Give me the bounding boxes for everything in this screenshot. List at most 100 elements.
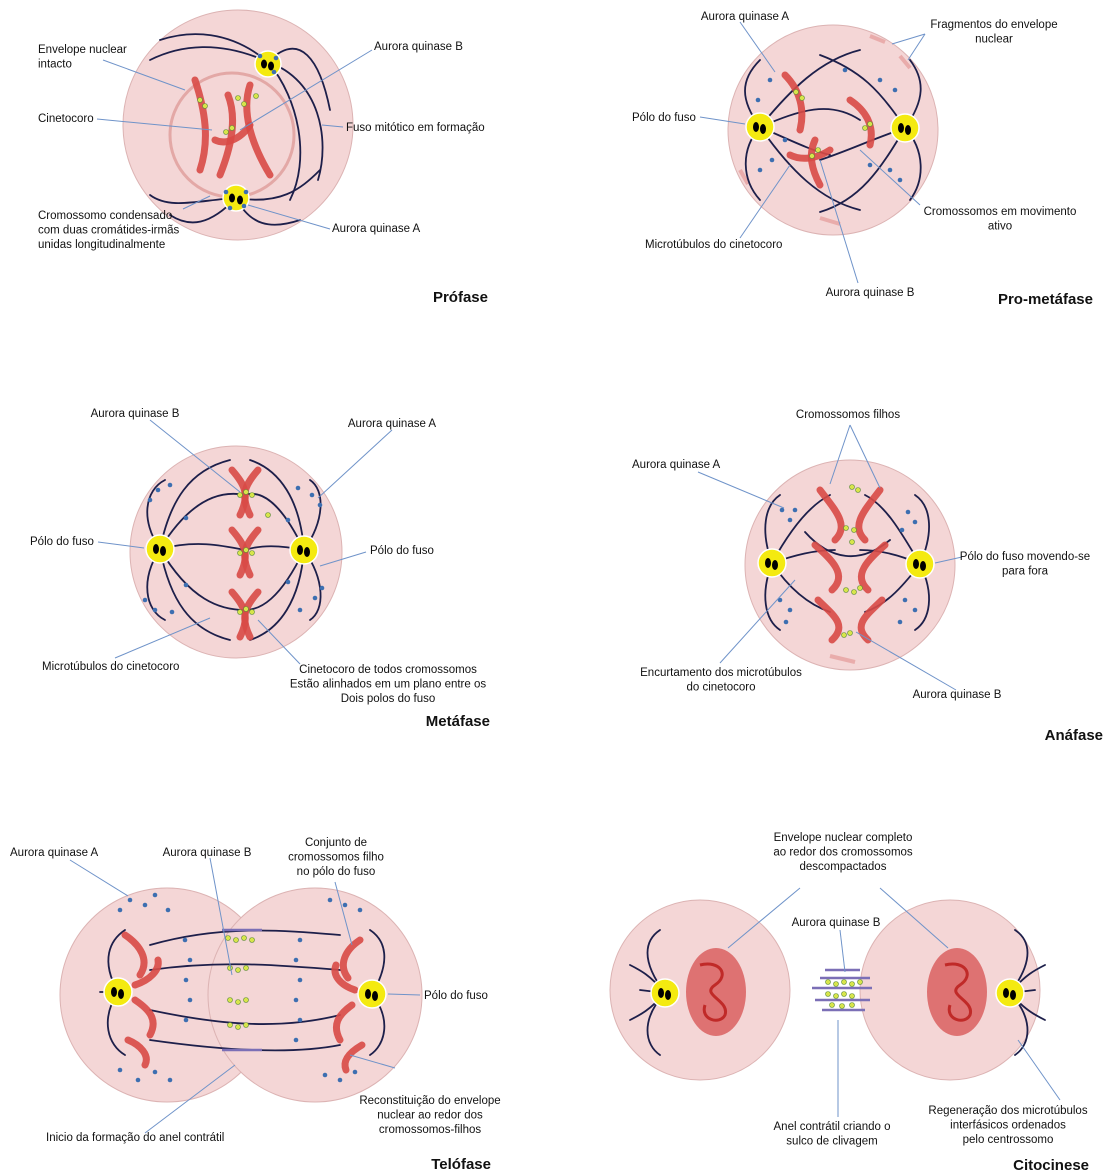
label-polo: Pólo do fuso movendo-se para fora: [960, 551, 1090, 577]
label-line: Pólo do fuso: [632, 112, 696, 124]
label-line: Aurora quinase B: [374, 41, 463, 53]
label-aurora-a: Aurora quinase A: [632, 459, 721, 471]
spindle-pole-right: [891, 114, 919, 142]
spindle-pole-left: [146, 535, 174, 563]
label-microtubulos: Microtúbulos do cinetocoro: [645, 239, 782, 251]
label-polo: Pólo do fuso: [632, 112, 696, 124]
label-encurtamento: Encurtamento dos microtúbulosdo cinetoco…: [640, 667, 802, 693]
label-line: Cinetocoro de todos cromossomos: [299, 664, 477, 676]
label-line: cromossomos filho: [288, 851, 384, 863]
cell-telofase-right: [208, 888, 422, 1102]
label-regeneracao: Regeneração dos microtúbulosinterfásicos…: [928, 1105, 1087, 1146]
label-line: Aurora quinase A: [332, 223, 421, 235]
spindle-pole-left: [104, 978, 132, 1006]
label-reconstituicao: Reconstituição do envelopenuclear ao red…: [359, 1095, 500, 1136]
label-line: Pólo do fuso movendo-se: [960, 551, 1090, 563]
label-aurora-b: Aurora quinase B: [374, 41, 463, 53]
label-polo-right: Pólo do fuso: [370, 545, 434, 557]
label-cromossomo: Cromossomo condensado com duas cromátides…: [38, 210, 179, 251]
panel-telofase: Aurora quinase A Aurora quinase B Conjun…: [10, 837, 501, 1173]
label-line: Anel contrátil criando o: [774, 1121, 891, 1133]
label-fuso: Fuso mitótico em formação: [346, 122, 485, 134]
title-profase: Prófase: [433, 289, 488, 306]
label-line: Cromossomo condensado: [38, 210, 172, 222]
label-line: unidas longitudinalmente: [38, 239, 165, 251]
label-line: no pólo do fuso: [297, 866, 376, 878]
label-line: Pólo do fuso: [370, 545, 434, 557]
label-fragmentos: Fragmentos do envelope nuclear: [930, 19, 1057, 45]
label-line: Cinetocoro: [38, 113, 94, 125]
label-line: Fragmentos do envelope: [930, 19, 1057, 31]
label-line: Envelope nuclear completo: [774, 832, 913, 844]
spindle-pole-top: [255, 51, 281, 77]
label-line: descompactados: [800, 861, 887, 873]
label-aurora-a: Aurora quinase A: [348, 418, 437, 430]
label-line: Aurora quinase B: [792, 917, 881, 929]
label-line: Aurora quinase B: [163, 847, 252, 859]
title-telofase: Telófase: [431, 1156, 491, 1173]
spindle-pole-right: [290, 536, 318, 564]
label-aurora-b: Aurora quinase B: [913, 689, 1002, 701]
label-line: cromossomos-filhos: [379, 1124, 481, 1136]
label-line: Pólo do fuso: [30, 536, 94, 548]
label-line: Inicio da formação do anel contrátil: [46, 1132, 224, 1144]
label-line: Aurora quinase B: [913, 689, 1002, 701]
panel-citocinese: Envelope nuclear completo ao redor dos cr…: [610, 832, 1089, 1174]
panel-metafase: Aurora quinase B Aurora quinase A Pólo d…: [30, 408, 490, 730]
label-line: Aurora quinase A: [701, 11, 790, 23]
nucleus-right: [927, 948, 987, 1036]
label-line: Aurora quinase A: [348, 418, 437, 430]
label-line: Cromossomos filhos: [796, 409, 900, 421]
label-line: Microtúbulos do cinetocoro: [645, 239, 782, 251]
label-line: Cromossomos em movimento: [924, 206, 1077, 218]
label-line: Aurora quinase B: [826, 287, 915, 299]
title-metafase: Metáfase: [426, 713, 490, 730]
label-cinetocoro: Cinetocoro de todos cromossomosEstão ali…: [290, 664, 487, 705]
label-line: sulco de clivagem: [786, 1135, 877, 1147]
centrosome-right: [996, 979, 1024, 1007]
label-line: Fuso mitótico em formação: [346, 122, 485, 134]
label-line: pelo centrossomo: [963, 1134, 1054, 1146]
label-line: Aurora quinase A: [632, 459, 721, 471]
centrosome-left: [651, 979, 679, 1007]
label-line: Regeneração dos microtúbulos: [928, 1105, 1087, 1117]
panel-profase: Envelope nuclearintacto Aurora quinase B…: [38, 10, 488, 306]
panel-prometafase: Aurora quinase A Fragmentos do envelope n…: [632, 11, 1093, 308]
label-line: nuclear ao redor dos: [377, 1109, 483, 1121]
spindle-pole-left: [758, 549, 786, 577]
label-polo: Pólo do fuso: [424, 990, 488, 1002]
label-line: Microtúbulos do cinetocoro: [42, 661, 179, 673]
spindle-pole-right: [906, 550, 934, 578]
label-envelope: Envelope nuclear completo ao redor dos cr…: [773, 832, 913, 873]
label-polo-left: Pólo do fuso: [30, 536, 94, 548]
title-citocinese: Citocinese: [1013, 1157, 1089, 1174]
label-cinetocoro: Cinetocoro: [38, 113, 94, 125]
label-line: Dois polos do fuso: [341, 693, 436, 705]
label-aurora-b: Aurora quinase B: [91, 408, 180, 420]
title-anafase: Anáfase: [1045, 727, 1103, 744]
label-filhos: Cromossomos filhos: [796, 409, 900, 421]
label-line: Estão alinhados em um plano entre os: [290, 678, 487, 690]
label-conjunto: Conjunto de cromossomos filho no pólo do f…: [288, 837, 384, 878]
label-line: Envelope nuclear: [38, 44, 127, 56]
label-line: ativo: [988, 220, 1012, 232]
label-line: para fora: [1002, 565, 1049, 577]
title-prometafase: Pro-metáfase: [998, 291, 1093, 308]
label-aurora-b: Aurora quinase B: [792, 917, 881, 929]
label-anel: Anel contrátil criando o sulco de clivage…: [774, 1121, 891, 1147]
panel-anafase: Cromossomos filhos Aurora quinase A Pólo…: [632, 409, 1103, 744]
label-envelope-intact: Envelope nuclearintacto: [38, 44, 127, 70]
spindle-pole-right: [358, 980, 386, 1008]
label-line: nuclear: [975, 33, 1013, 45]
spindle-pole-bottom: [223, 185, 249, 211]
label-line: Pólo do fuso: [424, 990, 488, 1002]
label-aurora-b: Aurora quinase B: [826, 287, 915, 299]
label-line: Conjunto de: [305, 837, 367, 849]
nucleus-left: [686, 948, 746, 1036]
label-line: Aurora quinase A: [10, 847, 99, 859]
label-line: com duas cromátides-irmãs: [38, 224, 179, 236]
spindle-pole-left: [746, 113, 774, 141]
label-line: ao redor dos cromossomos: [773, 846, 913, 858]
label-line: Encurtamento dos microtúbulos: [640, 667, 802, 679]
